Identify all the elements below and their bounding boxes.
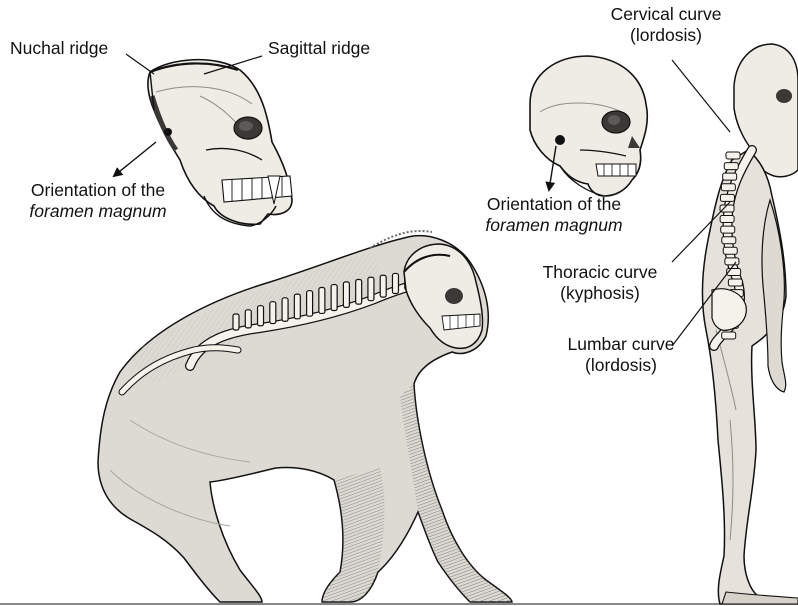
human-vertebra bbox=[724, 163, 738, 170]
human-vertebra bbox=[723, 247, 737, 254]
nuchal-ridge-text: Nuchal ridge bbox=[10, 38, 108, 59]
gorilla-vertebra-spine bbox=[258, 306, 264, 326]
gorilla-vertebra-spine bbox=[331, 285, 337, 311]
gorilla-foramen-italic: foramen magnum bbox=[29, 201, 166, 221]
cervical-leader bbox=[672, 60, 730, 132]
lumbar-line2: (lordosis) bbox=[546, 355, 696, 376]
sagittal-ridge-label: Sagittal ridge bbox=[268, 38, 370, 59]
human-vertebra bbox=[720, 194, 734, 201]
lumbar-line1: Lumbar curve bbox=[546, 334, 696, 355]
human-vertebra bbox=[723, 173, 737, 180]
human-vertebra bbox=[721, 226, 735, 233]
sagittal-ridge-text: Sagittal ridge bbox=[268, 38, 370, 59]
human-vertebra bbox=[726, 152, 740, 159]
human-foramen-line2: foramen magnum bbox=[464, 215, 644, 236]
gorilla-vertebra-spine bbox=[368, 277, 374, 300]
human-vertebra bbox=[722, 237, 736, 244]
human-vertebra bbox=[720, 216, 734, 223]
human-vertebra bbox=[721, 184, 735, 191]
nuchal-ridge-leader bbox=[126, 54, 154, 74]
human-foramen-italic: foramen magnum bbox=[485, 215, 622, 235]
gorilla-vertebra-spine bbox=[233, 314, 239, 330]
gorilla-foramen-line1: Orientation of the bbox=[8, 180, 188, 201]
cervical-curve-label: Cervical curve (lordosis) bbox=[586, 4, 746, 46]
gorilla-vertebra-spine bbox=[307, 291, 313, 317]
gorilla-foramen-arrow bbox=[114, 142, 156, 176]
gorilla-vertebra-spine bbox=[319, 287, 325, 313]
thoracic-curve-label: Thoracic curve (kyphosis) bbox=[520, 262, 680, 304]
human-foramen-line1: Orientation of the bbox=[464, 194, 644, 215]
nuchal-ridge-label: Nuchal ridge bbox=[10, 38, 108, 59]
human-foramen-label: Orientation of the foramen magnum bbox=[464, 194, 644, 236]
gorilla-vertebra-spine bbox=[270, 302, 276, 324]
gorilla-vertebra-spine bbox=[380, 275, 386, 297]
cervical-line2: (lordosis) bbox=[586, 25, 746, 46]
gorilla-foramen-label: Orientation of the foramen magnum bbox=[8, 180, 188, 222]
gorilla-vertebra-spine bbox=[294, 294, 300, 319]
gorilla-foramen-line2: foramen magnum bbox=[8, 201, 188, 222]
gorilla-vertebra-spine bbox=[245, 310, 251, 328]
gorilla-vertebra-spine bbox=[282, 298, 288, 321]
gorilla-vertebra-spine bbox=[356, 279, 362, 304]
cervical-line1: Cervical curve bbox=[586, 4, 746, 25]
human-vertebra bbox=[722, 332, 736, 339]
gorilla-vertebra-spine bbox=[392, 273, 398, 293]
thoracic-line2: (kyphosis) bbox=[520, 283, 680, 304]
human-vertebra bbox=[728, 279, 742, 286]
human-skull bbox=[530, 56, 647, 196]
human-vertebra bbox=[725, 258, 739, 265]
thoracic-line1: Thoracic curve bbox=[520, 262, 680, 283]
lumbar-curve-label: Lumbar curve (lordosis) bbox=[546, 334, 696, 376]
gorilla-vertebra-spine bbox=[343, 282, 349, 308]
